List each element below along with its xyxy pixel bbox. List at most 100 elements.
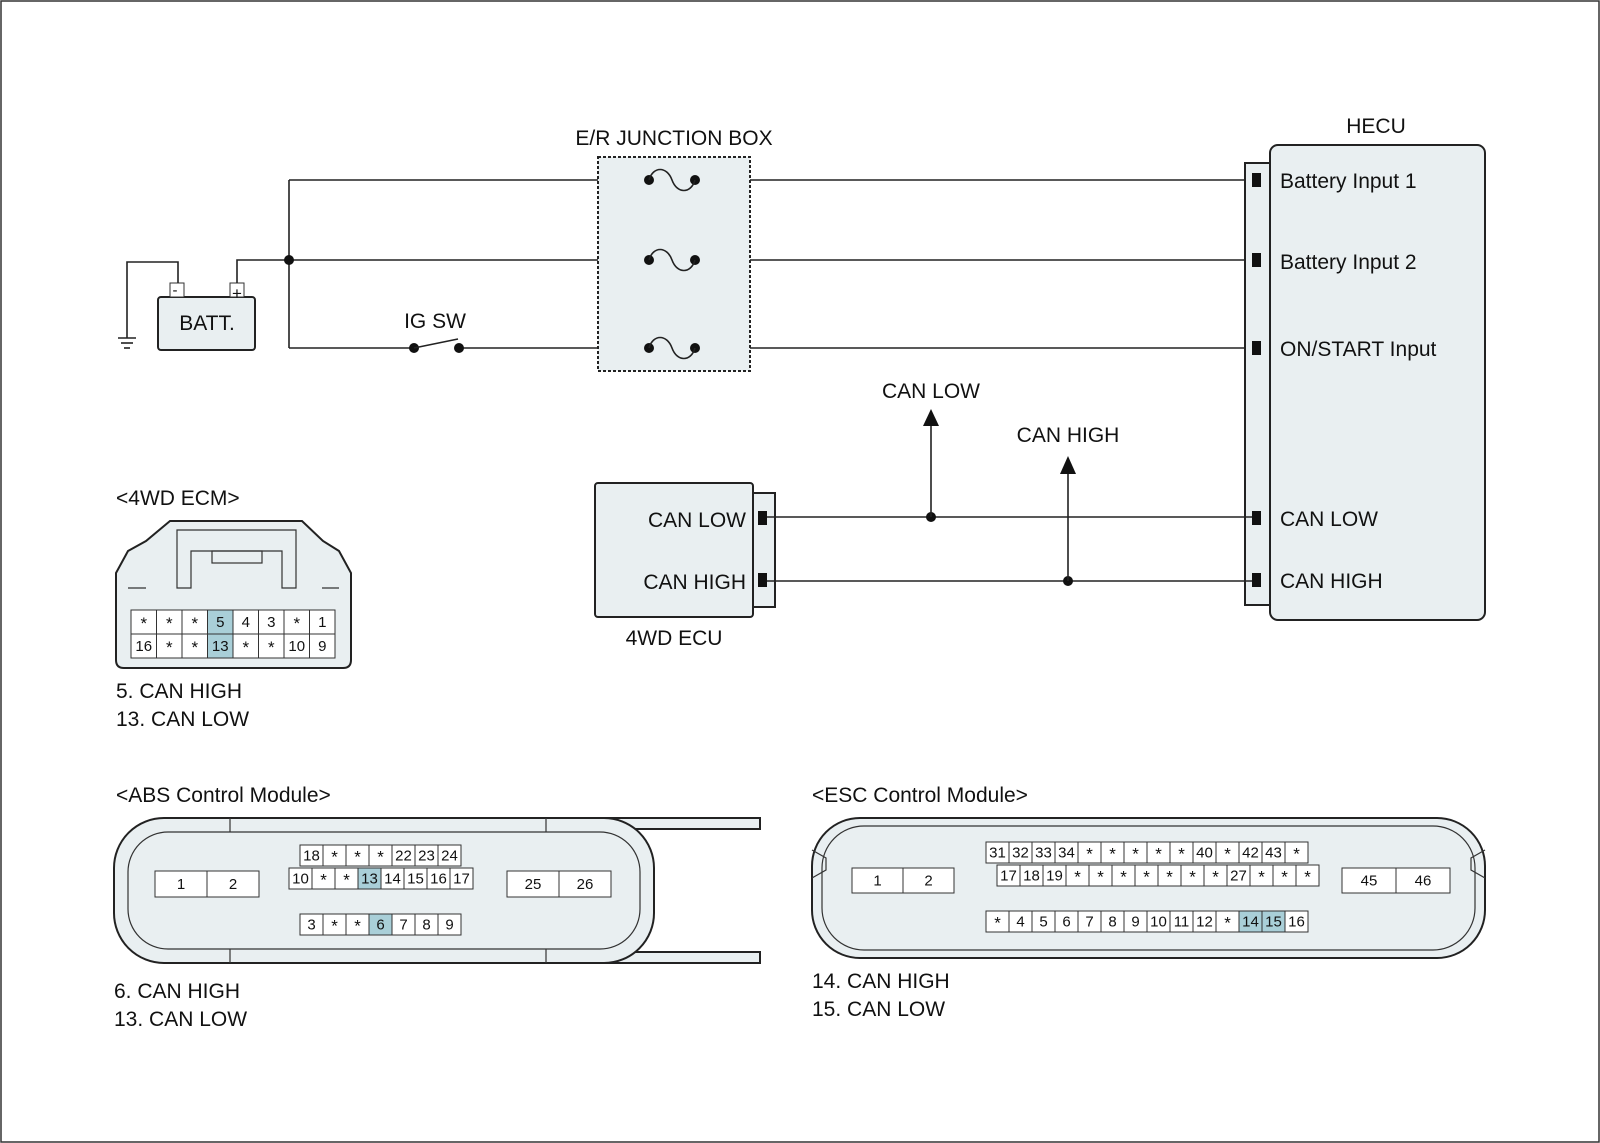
pin-label: * — [1120, 868, 1127, 887]
pin-label: * — [331, 848, 338, 867]
ig-sw-label: IG SW — [404, 310, 466, 333]
pin-label: 26 — [577, 876, 594, 893]
pin-label: * — [191, 638, 198, 657]
pin-cell — [156, 609, 183, 635]
pin-label: 14 — [1242, 914, 1259, 931]
pin-cell — [851, 867, 904, 894]
battery-minus-label: - — [173, 282, 178, 299]
pin-label: * — [1189, 868, 1196, 887]
pin-label: 9 — [1131, 914, 1139, 931]
pin-label: * — [1212, 868, 1219, 887]
junction-box: E/R JUNCTION BOX — [575, 127, 773, 372]
pin-cell — [232, 609, 259, 635]
pin-label: * — [1132, 845, 1139, 864]
pin-cell — [1395, 867, 1451, 894]
4wd-ecu-module: CAN LOW CAN HIGH 4WD ECU — [594, 482, 776, 650]
pin-label: * — [140, 614, 147, 633]
arrow-up-icon — [1060, 456, 1076, 474]
esc-note-1: 14. CAN HIGH — [812, 970, 950, 993]
ecm-note-1: 5. CAN HIGH — [116, 680, 242, 703]
pin-cell — [130, 633, 157, 659]
pin-cell — [1284, 910, 1309, 933]
pin-label: 32 — [1012, 845, 1029, 862]
pin-label: * — [1086, 845, 1093, 864]
pin-label: 7 — [1085, 914, 1093, 931]
pin-label: 16 — [430, 871, 447, 888]
pin-label: 31 — [989, 845, 1006, 862]
pin-label: 4 — [1016, 914, 1024, 931]
pin-label: * — [1304, 868, 1311, 887]
abs-note-1: 6. CAN HIGH — [114, 980, 240, 1003]
pin-label: 1 — [873, 873, 881, 890]
pin-label: 45 — [1361, 873, 1378, 890]
arrow-can-high-label: CAN HIGH — [1017, 424, 1120, 447]
esc-title: <ESC Control Module> — [812, 784, 1028, 807]
pin-label: 3 — [267, 614, 275, 631]
pin-label: * — [1293, 845, 1300, 864]
pin-label: * — [268, 638, 275, 657]
pin-label: 6 — [376, 917, 384, 934]
pin-label: * — [994, 914, 1001, 933]
pin-cell — [902, 867, 955, 894]
battery: - + BATT. — [157, 282, 256, 351]
pin-cell — [309, 633, 336, 659]
hecu-pin-battery-input-1: Battery Input 1 — [1280, 170, 1417, 193]
pin-cell — [1295, 864, 1320, 887]
pin-label: 46 — [1415, 873, 1432, 890]
pin-cell — [206, 870, 260, 898]
pin-label: 6 — [1062, 914, 1070, 931]
pin-label: 14 — [384, 871, 401, 888]
pin-label: * — [354, 848, 361, 867]
pin-label: 24 — [441, 848, 458, 865]
arrow-up-icon — [923, 409, 939, 426]
pin-label: 18 — [1023, 868, 1040, 885]
pin-label: * — [1109, 845, 1116, 864]
fuse-icon — [644, 336, 700, 360]
hecu-pin-battery-input-2: Battery Input 2 — [1280, 251, 1417, 274]
pin-label: * — [1224, 914, 1231, 933]
pin-label: 11 — [1174, 914, 1190, 931]
pin-label: * — [320, 871, 327, 890]
pin-label: * — [191, 614, 198, 633]
pin-label: 4 — [242, 614, 250, 631]
abs-note-2: 13. CAN LOW — [114, 1008, 247, 1031]
pin-cell — [156, 633, 183, 659]
pin-cell — [1284, 841, 1309, 864]
ecm-title: <4WD ECM> — [116, 487, 240, 510]
pin-label: 9 — [318, 638, 326, 655]
pin-label: * — [1258, 868, 1265, 887]
arrow-can-low-label: CAN LOW — [882, 380, 980, 403]
battery-label: BATT. — [179, 312, 235, 335]
pin-cell — [232, 633, 259, 659]
pin-label: 8 — [1108, 914, 1116, 931]
pin-label: 16 — [135, 638, 152, 655]
hecu-pin-on-start-input: ON/START Input — [1280, 338, 1437, 361]
pin-label: 23 — [418, 848, 435, 865]
pin-label: 25 — [525, 876, 542, 893]
pin-label: 40 — [1196, 845, 1213, 862]
can-bus-wires: CAN LOW CAN HIGH — [767, 380, 1252, 586]
pin-label: * — [1178, 845, 1185, 864]
pin-cell — [258, 609, 285, 635]
pin-label: 5 — [216, 614, 224, 631]
ecu-pin-can-high: CAN HIGH — [643, 571, 746, 594]
pin-label: 15 — [407, 871, 424, 888]
pin-label: * — [1143, 868, 1150, 887]
pin-label: * — [1224, 845, 1231, 864]
ecu-name: 4WD ECU — [626, 627, 723, 650]
ecu-pin-can-low: CAN LOW — [648, 509, 746, 532]
pin-label: * — [1166, 868, 1173, 887]
pin-label: 2 — [229, 876, 237, 893]
abs-title: <ABS Control Module> — [116, 784, 331, 807]
pin-label: * — [293, 614, 300, 633]
pin-label: 8 — [422, 917, 430, 934]
pin-label: 10 — [1150, 914, 1167, 931]
fuse-icon — [644, 168, 700, 192]
pin-label: 5 — [1039, 914, 1047, 931]
